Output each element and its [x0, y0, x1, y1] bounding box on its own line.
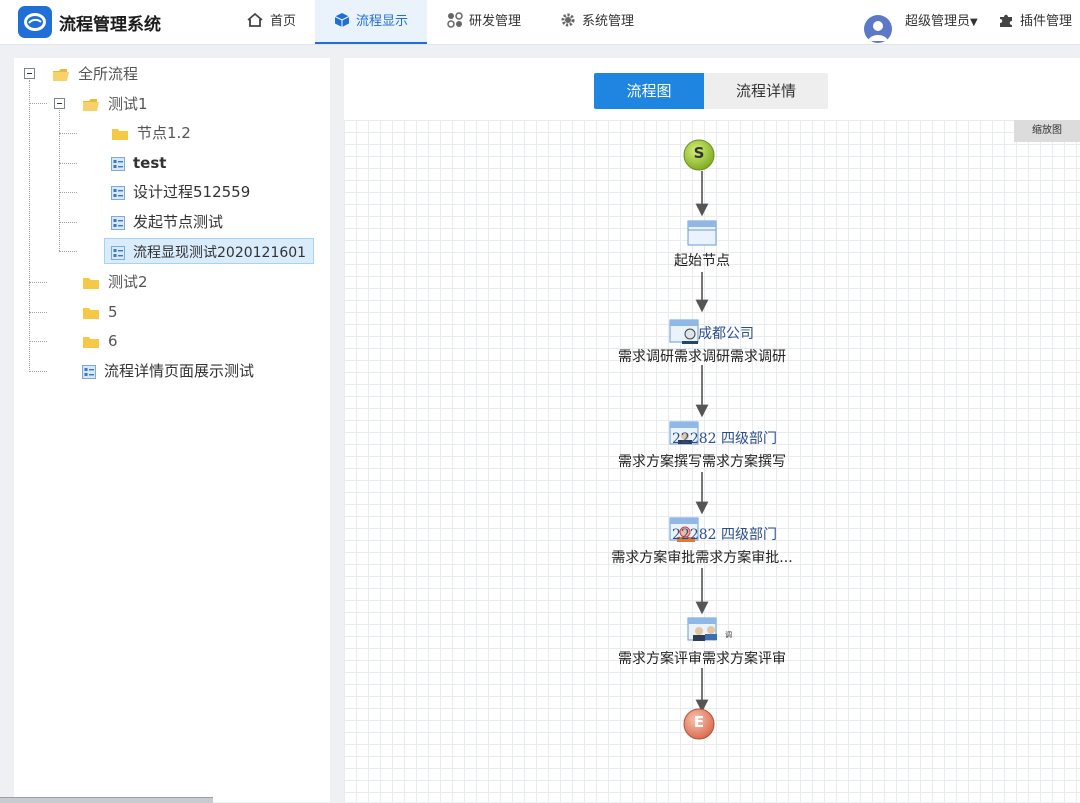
start-node: [683, 139, 715, 171]
flow-node-label[interactable]: 需求调研需求调研需求调研: [618, 349, 786, 365]
tree-line: [29, 341, 47, 342]
tree-item-folder[interactable]: 6: [82, 328, 118, 354]
gear-icon: [561, 13, 575, 27]
nav-flow-display[interactable]: 流程显示: [315, 0, 427, 44]
window-icon: [687, 220, 717, 246]
tree-line: [29, 80, 30, 370]
tree-line: [29, 103, 47, 104]
nav-rd-management[interactable]: 研发管理: [435, 0, 533, 44]
collapse-test1-toggle[interactable]: [54, 98, 65, 109]
folder-open-icon: [83, 98, 99, 111]
flow-view-panel: 流程图 流程详情 缩放图: [344, 58, 1080, 802]
tree-line: [59, 133, 77, 134]
tree-item-folder[interactable]: 测试1: [82, 91, 148, 117]
review-badge: 调: [725, 631, 732, 639]
start-node-label: S: [693, 144, 705, 162]
flow-node-label[interactable]: 起始节点: [674, 253, 730, 269]
flow-canvas[interactable]: 缩放图: [344, 120, 1080, 802]
user-menu[interactable]: 超级管理员▼: [905, 0, 978, 44]
plugin-management-label: 插件管理: [1020, 14, 1073, 29]
tree-item-folder[interactable]: 节点1.2: [111, 120, 191, 146]
approval-task-icon: [669, 517, 699, 542]
tree-item-folder[interactable]: 测试2: [82, 269, 148, 295]
tree-item-flow-selected[interactable]: 流程显现测试2020121601: [104, 238, 314, 264]
folder-icon: [83, 307, 99, 319]
flow-node-label[interactable]: 需求方案评审需求方案评审: [618, 651, 786, 667]
folder-icon: [112, 128, 128, 140]
nav-system-management-label: 系统管理: [581, 14, 634, 29]
tree-item-flow[interactable]: 发起节点测试: [111, 209, 223, 235]
end-node: [683, 708, 715, 740]
flow-node-dept: 22282 四级部门: [672, 527, 777, 543]
cube-icon: [334, 13, 350, 27]
tree-line: [59, 110, 60, 251]
tree-item-flow[interactable]: 设计过程512559: [111, 179, 250, 205]
review-task-icon: [687, 617, 717, 641]
home-icon: [247, 12, 263, 27]
zoom-map-button[interactable]: 缩放图: [1014, 120, 1080, 142]
horizontal-scrollbar[interactable]: [0, 797, 213, 803]
tree-item-flow[interactable]: test: [111, 150, 166, 176]
user-avatar[interactable]: [864, 15, 892, 43]
flow-node-dept: 22282 四级部门: [672, 431, 777, 447]
tree-line: [29, 312, 47, 313]
app-logo-icon: [18, 6, 52, 38]
collapse-root-toggle[interactable]: [24, 68, 35, 79]
nav-home-label: 首页: [269, 14, 296, 29]
tree-line: [29, 371, 47, 372]
tree-line: [59, 163, 77, 164]
nav-rd-management-label: 研发管理: [468, 14, 521, 29]
tree-line: [59, 192, 77, 193]
apps-icon: [447, 12, 463, 28]
user-name: 超级管理员: [905, 14, 971, 29]
nav-system-management[interactable]: 系统管理: [548, 0, 646, 44]
tree-line: [29, 282, 47, 283]
plugin-management-link[interactable]: 插件管理: [998, 0, 1072, 44]
tree-line: [59, 222, 77, 223]
flow-node-label[interactable]: 需求方案审批需求方案审批...: [611, 550, 793, 566]
top-header: 流程管理系统 首页 流程显示 研发管理 系统管理 超级管理员▼: [0, 0, 1080, 45]
flow-file-icon: [111, 245, 125, 260]
flow-file-icon: [111, 185, 125, 200]
tree-line: [59, 251, 77, 252]
flow-node-label[interactable]: 需求方案撰写需求方案撰写: [618, 454, 786, 470]
folder-icon: [83, 277, 99, 289]
flow-file-icon: [111, 215, 125, 230]
tab-flow-details[interactable]: 流程详情: [704, 73, 828, 109]
tab-flow-chart[interactable]: 流程图: [594, 73, 704, 109]
folder-open-icon: [53, 68, 69, 81]
flow-tree-panel: 全所流程 测试1 节点1.2 test 设计过程512559 发起节点测试 流程…: [14, 58, 330, 802]
caret-down-icon: ▼: [970, 17, 978, 28]
user-task-icon: [669, 319, 699, 344]
flow-file-icon: [111, 156, 125, 171]
app-title: 流程管理系统: [59, 15, 161, 35]
user-task-icon: [669, 421, 699, 445]
flow-file-icon: [82, 364, 96, 379]
nav-flow-display-label: 流程显示: [355, 14, 408, 29]
end-node-label: E: [693, 713, 705, 731]
folder-icon: [83, 336, 99, 348]
flow-diagram: [669, 139, 717, 740]
tree-item-flow[interactable]: 流程详情页面展示测试: [82, 358, 254, 384]
tree-root[interactable]: 全所流程: [52, 61, 138, 87]
nav-home[interactable]: 首页: [234, 0, 308, 44]
tree-item-folder[interactable]: 5: [82, 299, 118, 325]
puzzle-icon: [1000, 14, 1012, 27]
flow-node-dept: 成都公司: [698, 326, 754, 342]
